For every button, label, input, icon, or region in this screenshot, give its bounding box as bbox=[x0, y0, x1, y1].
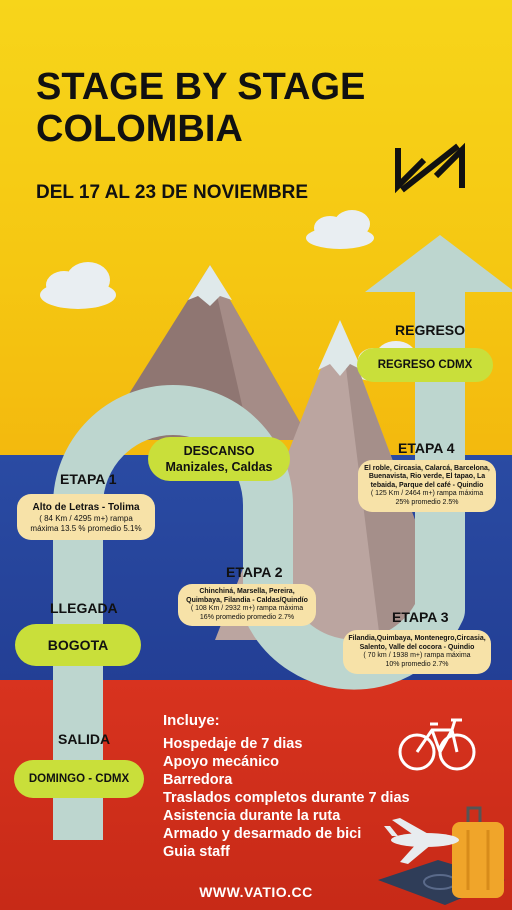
etapa3-route-2: Salento, Valle del cocora - Quindio bbox=[359, 643, 475, 651]
list-item: Hospedaje de 7 dias bbox=[163, 736, 303, 752]
etapa2-card: Chinchiná, Marsella, Pereira, Quimbaya, … bbox=[178, 584, 316, 626]
list-item: Asistencia durante la ruta bbox=[163, 808, 341, 824]
bicycle-icon bbox=[398, 718, 476, 771]
list-item: Guia staff bbox=[163, 844, 230, 860]
cloud-icon bbox=[40, 262, 116, 309]
list-item: Armado y desarmado de bici bbox=[163, 826, 362, 842]
page-title: STAGE BY STAGE COLOMBIA bbox=[36, 66, 365, 150]
etapa1-detail-2: máxima 13.5 % promedio 5.1% bbox=[30, 523, 142, 533]
regreso-label: REGRESO bbox=[395, 322, 466, 338]
website-link[interactable]: WWW.VATIO.CC bbox=[199, 884, 313, 900]
etapa2-route-1: Chinchiná, Marsella, Pereira, bbox=[199, 588, 295, 595]
llegada-pill: BOGOTA bbox=[15, 624, 141, 666]
etapa1-card: Alto de Letras - Tolima ( 84 Km / 4295 m… bbox=[17, 494, 155, 540]
cloud-icon bbox=[306, 210, 374, 249]
vatio-logo-icon bbox=[395, 142, 465, 194]
title-line-1: STAGE BY STAGE bbox=[36, 66, 366, 108]
etapa4-detail-2: 25% promedio 2.5% bbox=[395, 498, 459, 506]
etapa3-label: ETAPA 3 bbox=[392, 609, 449, 625]
etapa3-route-1: Filandia,Quimbaya, Montenegro,Circasia, bbox=[348, 635, 486, 642]
etapa2-label: ETAPA 2 bbox=[226, 564, 283, 580]
suitcase-icon bbox=[452, 806, 504, 898]
etapa4-label: ETAPA 4 bbox=[398, 440, 455, 456]
date-range: DEL 17 AL 23 DE NOVIEMBRE bbox=[36, 182, 309, 203]
includes-list: Incluye: Hospedaje de 7 dias Apoyo mecán… bbox=[163, 712, 410, 861]
descanso-title: DESCANSO bbox=[183, 444, 255, 458]
title-line-2: COLOMBIA bbox=[36, 108, 243, 150]
etapa3-card: Filandia,Quimbaya, Montenegro,Circasia, … bbox=[343, 630, 491, 674]
regreso-pill: REGRESO CDMX bbox=[357, 348, 493, 382]
descanso-place: Manizales, Caldas bbox=[165, 460, 273, 474]
etapa2-route-2: Quimbaya, Filandia - Caldas/Quindío bbox=[186, 596, 308, 604]
descanso-pill: DESCANSO Manizales, Caldas bbox=[148, 437, 290, 481]
etapa2-detail-1: ( 108 Km / 2932 m+) rampa máxima bbox=[190, 605, 304, 612]
list-item: Barredora bbox=[163, 772, 233, 788]
etapa3-detail-1: ( 70 km / 1938 m+) rampa máxima bbox=[363, 652, 471, 659]
etapa4-route-2: Buenavista, Rio verde, El tapao, La bbox=[368, 473, 486, 481]
etapa4-route-1: El roble, Circasia, Calarcá, Barcelona, bbox=[364, 464, 490, 472]
etapa4-detail-1: ( 125 Km / 2464 m+) rampa máxima bbox=[370, 490, 484, 498]
includes-heading: Incluye: bbox=[163, 712, 220, 729]
etapa2-detail-2: 16% promedio promedio 2.7% bbox=[199, 613, 295, 621]
list-item: Traslados completos durante 7 dias bbox=[163, 790, 410, 806]
etapa1-detail-1: ( 84 Km / 4295 m+) rampa bbox=[39, 513, 133, 523]
airplane-icon bbox=[384, 818, 459, 864]
etapa4-route-3: tebaida, Parque del café - Quindio bbox=[370, 481, 484, 489]
etapa4-card: El roble, Circasia, Calarcá, Barcelona, … bbox=[358, 460, 496, 512]
arrow-up-icon bbox=[365, 235, 512, 292]
llegada-label: LLEGADA bbox=[50, 600, 118, 616]
etapa3-detail-2: 10% promedio 2.7% bbox=[385, 660, 449, 668]
etapa1-title: Alto de Letras - Tolima bbox=[32, 501, 140, 513]
list-item: Apoyo mecánico bbox=[163, 754, 280, 770]
salida-pill: DOMINGO - CDMX bbox=[14, 760, 144, 798]
salida-label: SALIDA bbox=[58, 731, 111, 747]
etapa1-label: ETAPA 1 bbox=[60, 471, 117, 487]
